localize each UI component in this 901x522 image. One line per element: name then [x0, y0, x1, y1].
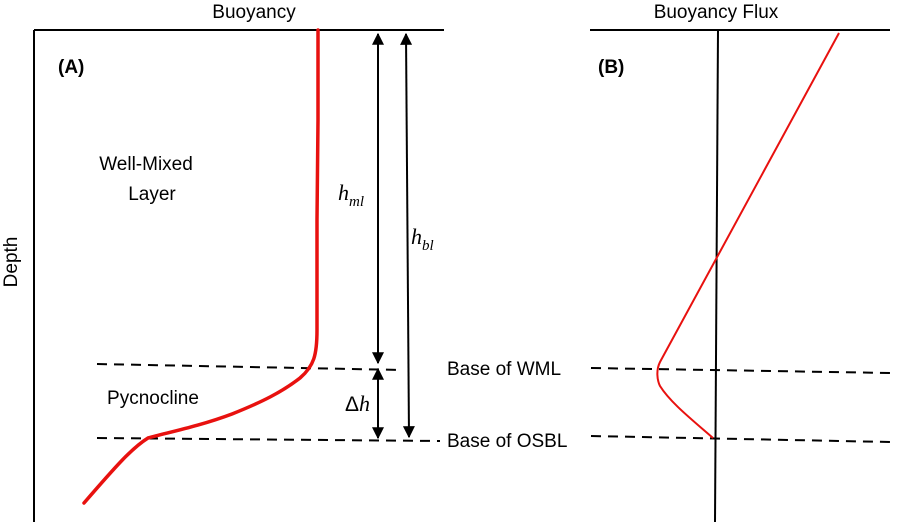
depth-axis-label: Depth: [1, 237, 22, 288]
buoyancy-profile-curve: [82, 28, 320, 505]
h-ml-label: hml: [338, 180, 364, 210]
panel-b-zero-flux-axis: [714, 29, 719, 522]
panel-b-base-wml-dashed-line: [590, 367, 891, 374]
delta-h-label: Δh: [345, 391, 370, 416]
well-mixed-layer-label-line2: Layer: [128, 184, 176, 205]
panel-b-label: (B): [598, 57, 624, 78]
h-bl-arrow: [400, 32, 415, 439]
panel-b-base-osbl-dashed-line: [590, 435, 891, 443]
panel-a-base-osbl-dashed-line: [96, 437, 441, 442]
well-mixed-layer-label-line1: Well-Mixed: [99, 154, 193, 175]
base-osbl-label: Base of OSBL: [447, 431, 567, 452]
base-wml-label: Base of WML: [447, 359, 561, 380]
panel-b-buoyancy-flux-axis-label: Buoyancy Flux: [654, 2, 779, 23]
panel-a-base-wml-dashed-line: [96, 363, 403, 371]
buoyancy-flux-profile-curve: [656, 32, 840, 439]
panel-a-label: (A): [58, 57, 84, 78]
panel-a-buoyancy-axis-label: Buoyancy: [212, 2, 296, 23]
pycnocline-label: Pycnocline: [107, 388, 199, 409]
h-bl-label: hbl: [411, 224, 434, 254]
